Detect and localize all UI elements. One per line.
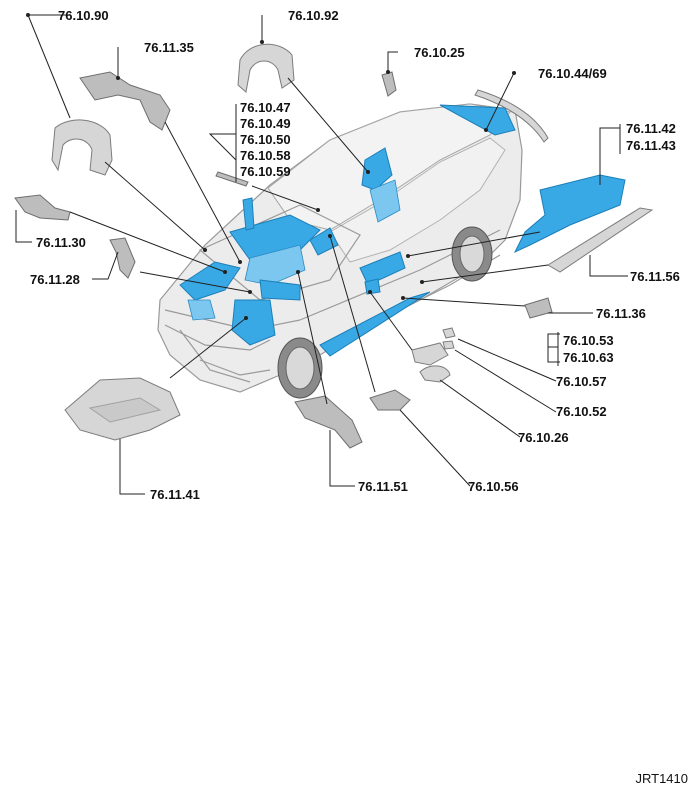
- mirror-cap-small: [442, 327, 456, 339]
- roof-trim-strip: [474, 89, 549, 143]
- mirror-housing: [419, 365, 451, 383]
- label-76-11-43: 76.11.43: [626, 138, 676, 153]
- label-76-11-36: 76.11.36: [596, 306, 646, 321]
- label-76-11-42: 76.11.42: [626, 121, 676, 136]
- label-76-11-30: 76.11.30: [36, 235, 86, 250]
- mirror-bracket: [369, 389, 411, 411]
- label-76-11-56: 76.11.56: [630, 269, 680, 284]
- label-76-10-25: 76.10.25: [414, 45, 465, 60]
- small-bracket: [109, 237, 136, 279]
- leader-lines: [15, 14, 628, 495]
- crossmember-bracket: [294, 395, 363, 449]
- wheel-arch-liner-front: [51, 119, 113, 176]
- underbody-panel-right: [513, 174, 626, 254]
- label-76-10-56: 76.10.56: [468, 479, 519, 494]
- wheel-arch-liner-rear: [237, 43, 295, 93]
- label-76-10-57: 76.10.57: [556, 374, 607, 389]
- label-76-10-58: 76.10.58: [240, 148, 291, 163]
- cowl-strip: [215, 171, 249, 187]
- label-76-11-28: 76.11.28: [30, 272, 80, 287]
- label-76-10-50: 76.10.50: [240, 132, 291, 147]
- label-76-11-41: 76.11.41: [150, 487, 200, 502]
- leader-dots: [26, 13, 516, 320]
- sill-clip: [524, 297, 553, 319]
- front-bracket: [79, 71, 171, 131]
- label-76-11-35: 76.11.35: [144, 40, 194, 55]
- mirror-assembly: [411, 342, 449, 366]
- side-bracket: [14, 194, 71, 221]
- mirror-base-small: [442, 340, 455, 350]
- label-76-10-47: 76.10.47: [240, 100, 291, 115]
- label-76-10-63: 76.10.63: [563, 350, 614, 365]
- car-body: [157, 103, 523, 399]
- part-labels: 76.10.90 76.11.35 76.10.92 76.10.25 76.1…: [30, 8, 680, 502]
- reference-code: JRT1410: [635, 771, 688, 786]
- label-76-10-52: 76.10.52: [556, 404, 607, 419]
- label-76-10-90: 76.10.90: [58, 8, 109, 23]
- label-76-10-59: 76.10.59: [240, 164, 291, 179]
- label-76-10-92: 76.10.92: [288, 8, 339, 23]
- undertray-ribs: [88, 397, 162, 423]
- sill-trim: [547, 207, 654, 273]
- label-76-10-44-69: 76.10.44/69: [538, 66, 607, 81]
- label-76-10-53: 76.10.53: [563, 333, 614, 348]
- label-76-10-49: 76.10.49: [240, 116, 291, 131]
- label-brackets: [235, 104, 621, 366]
- exploded-parts: [14, 43, 654, 449]
- front-wheel: [277, 337, 323, 399]
- label-76-11-51: 76.11.51: [358, 479, 408, 494]
- label-76-10-26: 76.10.26: [518, 430, 569, 445]
- small-clip: [381, 71, 397, 97]
